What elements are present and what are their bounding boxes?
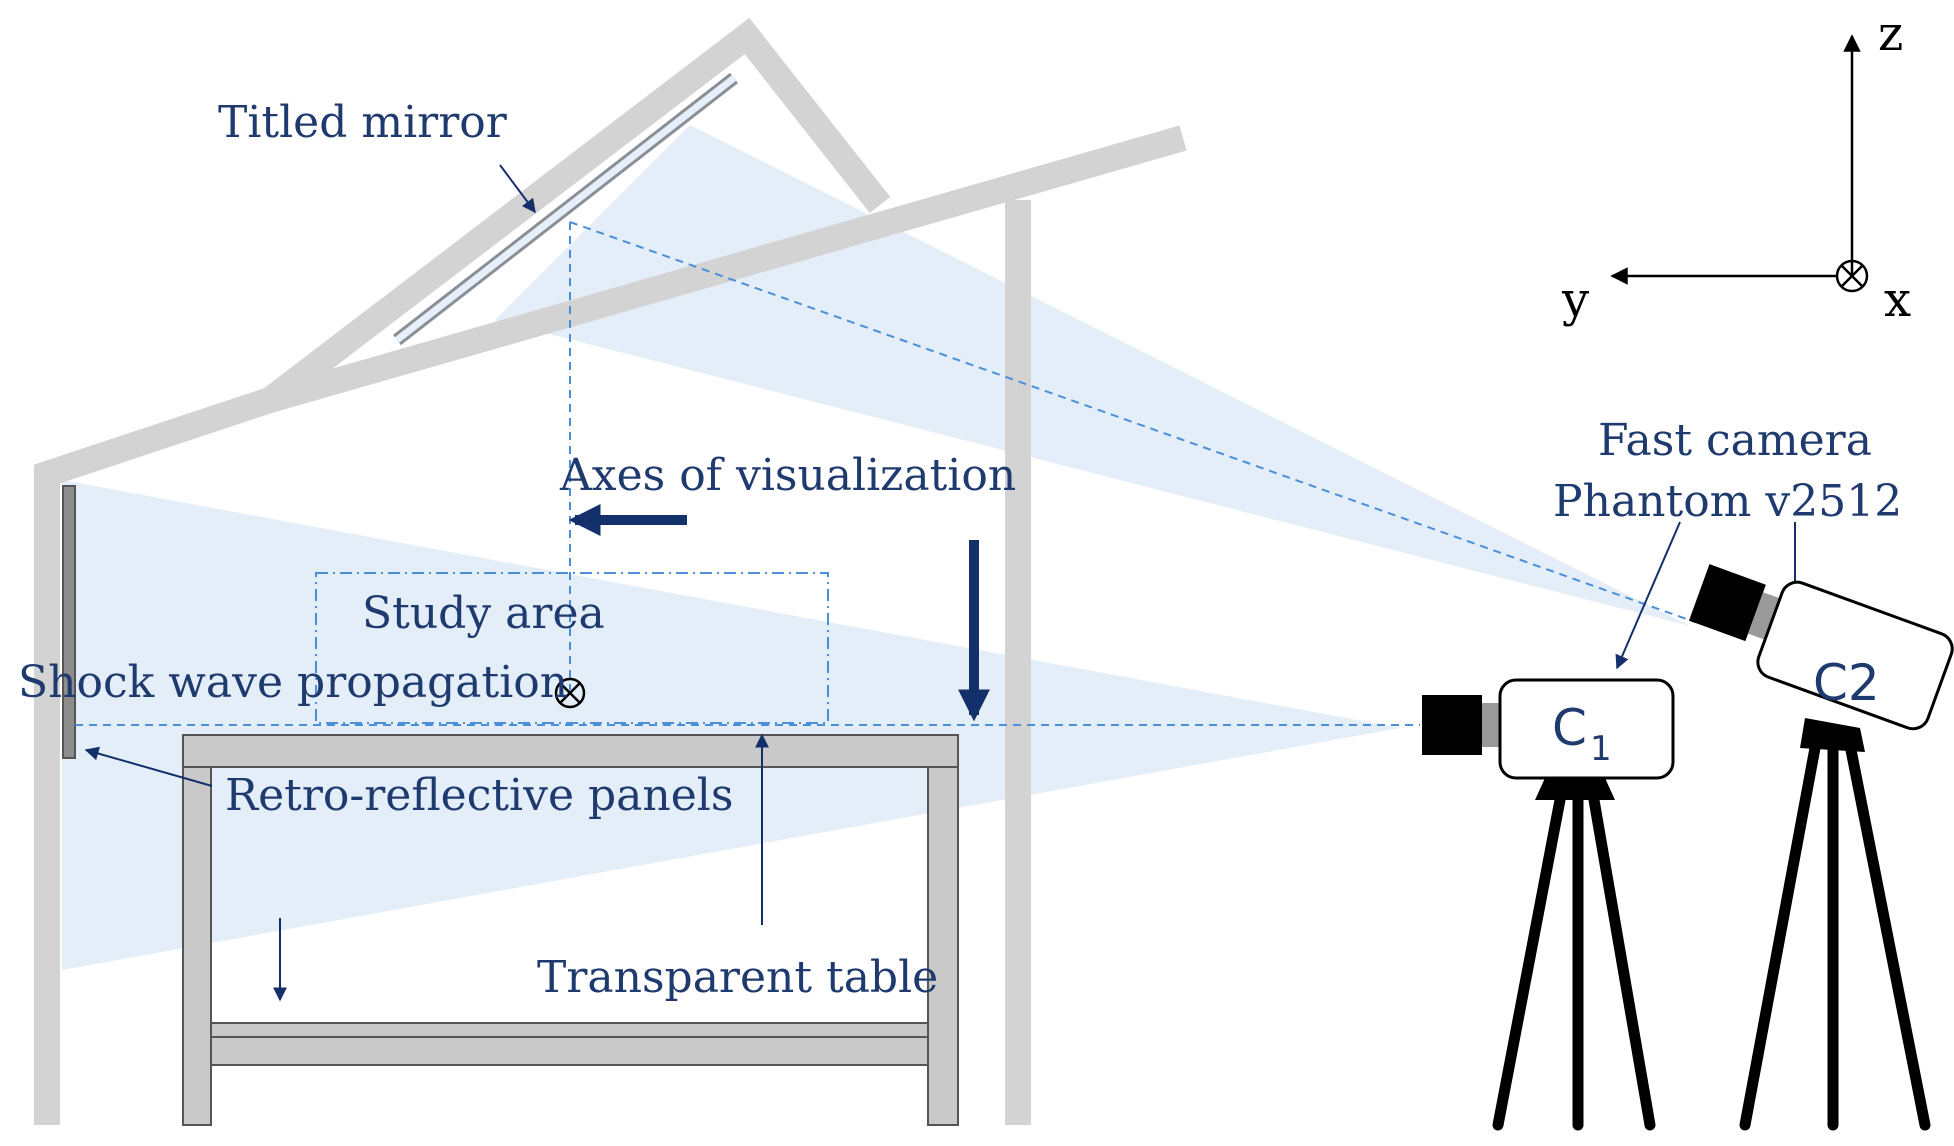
c2-body	[1756, 580, 1954, 731]
roof-left-wall	[34, 387, 275, 1125]
camera-c2: C2	[1688, 564, 1954, 1131]
table-leg-left	[182, 766, 212, 1126]
out-of-plane-symbol	[554, 677, 586, 709]
attic-triangle	[262, 17, 891, 411]
pointer-arrows	[84, 164, 1802, 1002]
light-beams	[62, 125, 1690, 970]
retro-reflective-label: Retro-reflective panels	[225, 770, 733, 821]
c1-lens-ring	[1482, 703, 1500, 747]
c2-lens	[1688, 564, 1766, 642]
c1-lens	[1422, 695, 1482, 755]
c2-label: C2	[1813, 654, 1880, 712]
table-shelf	[210, 1022, 929, 1038]
c2-tripod-leg-left	[1739, 742, 1821, 1131]
transparent-table-label: Transparent table	[537, 952, 938, 1003]
transparent-table	[182, 734, 959, 1126]
mirror-pointer	[499, 164, 536, 214]
camera-label-line1: Fast camera	[1598, 415, 1872, 466]
study-area-label: Study area	[362, 588, 605, 639]
path-mirror-to-c2	[569, 221, 1696, 623]
c1-body	[1498, 678, 1675, 780]
y-axis-label: y	[1561, 272, 1589, 328]
c1-label: C	[1552, 699, 1587, 757]
c1-subscript: 1	[1590, 729, 1612, 769]
camera-c1: C 1	[1422, 678, 1675, 1131]
tilted-mirror-face	[394, 75, 737, 343]
roof-main	[266, 125, 1187, 413]
table-crossbar	[210, 1036, 929, 1066]
c1-tripod-head	[1535, 778, 1615, 800]
x-axis-symbol	[1835, 259, 1869, 293]
c1-pointer	[1615, 521, 1681, 670]
beam-upper	[495, 125, 1690, 626]
axes-of-visualization-label: Axes of visualization	[559, 450, 1016, 501]
c1-tripod-leg-left	[1492, 794, 1566, 1131]
optical-paths	[75, 221, 1696, 726]
shock-wave-label: Shock wave propagation	[18, 657, 568, 708]
c2-lens-ring	[1748, 592, 1781, 640]
mirror-label: Titled mirror	[218, 97, 508, 148]
retro-reflective-panel	[62, 485, 76, 759]
beam-lower	[62, 480, 1400, 970]
camera-label-line2: Phantom v2512	[1553, 476, 1902, 527]
x-axis-label: x	[1884, 272, 1911, 328]
table-leg-right	[927, 766, 959, 1126]
house-frame	[34, 17, 1187, 1125]
table-top	[182, 734, 959, 768]
panel-pointer	[84, 746, 213, 787]
z-axis-label: z	[1878, 6, 1903, 62]
c2-tripod-leg-right	[1845, 744, 1931, 1131]
study-area-box	[315, 572, 829, 724]
c1-tripod-leg-right	[1588, 794, 1656, 1131]
coordinate-axes	[1610, 34, 1869, 293]
